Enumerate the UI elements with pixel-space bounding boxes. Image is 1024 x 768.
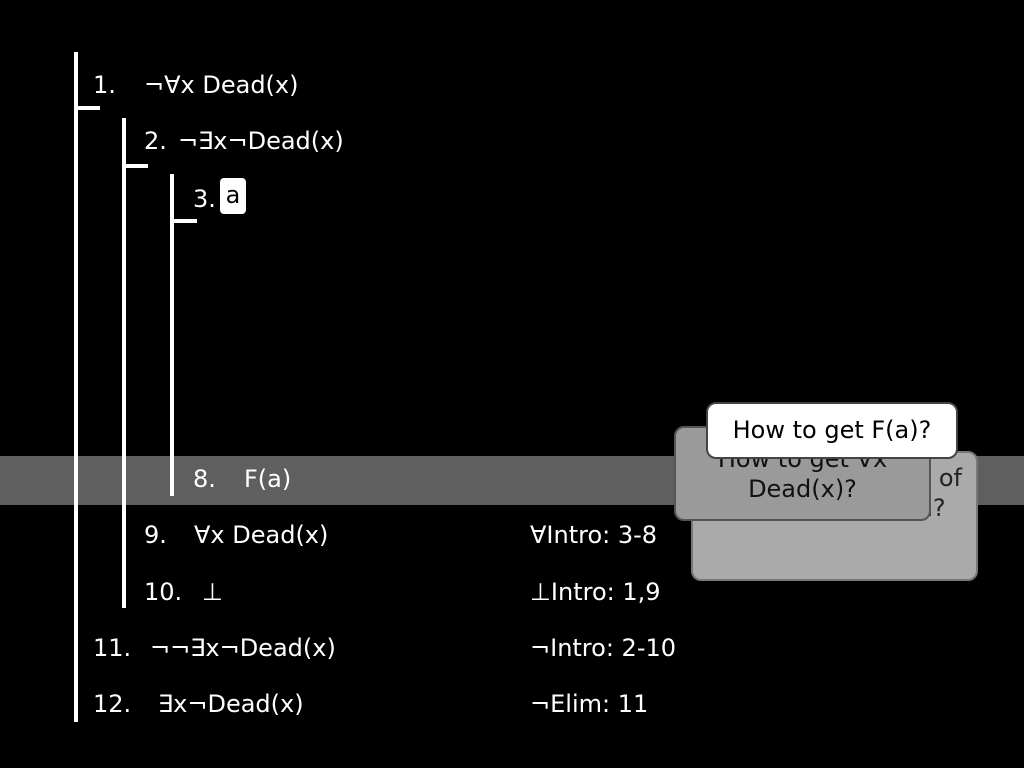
line-number-12: 12. <box>93 690 132 718</box>
line-formula-9: ∀x Dead(x) <box>194 521 329 549</box>
line-formula-10: ⊥ <box>202 578 223 606</box>
line-formula-2: ¬∃x¬Dead(x) <box>178 127 344 155</box>
line-number-9: 9. <box>144 521 167 549</box>
line-justification-12: ¬Elim: 11 <box>530 690 649 718</box>
premise-bar-sub2 <box>170 219 197 223</box>
premise-bar-main <box>74 106 100 110</box>
line-formula-11: ¬¬∃x¬Dead(x) <box>150 634 336 662</box>
line-number-3: 3. <box>193 185 216 213</box>
line-justification-10: ⊥Intro: 1,9 <box>530 578 661 606</box>
line-formula-1: ¬∀x Dead(x) <box>144 71 299 99</box>
line-justification-11: ¬Intro: 2-10 <box>530 634 677 662</box>
line-number-1: 1. <box>93 71 116 99</box>
line-number-11: 11. <box>93 634 132 662</box>
line-number-10: 10. <box>144 578 183 606</box>
boxed-constant: a <box>220 178 246 214</box>
premise-bar-sub1 <box>122 164 148 168</box>
line-number-8: 8. <box>193 465 216 493</box>
line-formula-8: F(a) <box>244 465 292 493</box>
fa-question-bubble: How to get F(a)? <box>706 402 958 459</box>
line-formula-12: ∃x¬Dead(x) <box>158 690 304 718</box>
line-justification-9: ∀Intro: 3-8 <box>530 521 658 549</box>
scope-bar-sub2 <box>170 174 174 496</box>
line-number-2: 2. <box>144 127 167 155</box>
scope-bar-main <box>74 52 78 722</box>
scope-bar-sub1 <box>122 118 126 608</box>
